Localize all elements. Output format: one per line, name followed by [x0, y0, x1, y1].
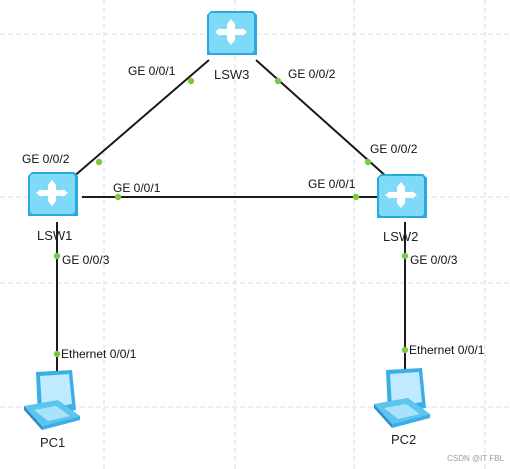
port-dot-lsw2-ge001[interactable]	[352, 193, 360, 201]
switch-icon-lsw2[interactable]	[377, 174, 427, 218]
port-dot-lsw1-ge002[interactable]	[95, 158, 103, 166]
port-dot-lsw2-ge002[interactable]	[364, 158, 372, 166]
port-dot-lsw3-ge002[interactable]	[274, 77, 282, 85]
device-label-lsw2: LSW2	[383, 229, 419, 244]
port-dot-lsw1-ge003[interactable]	[53, 252, 61, 260]
port-dot-lsw3-ge001[interactable]	[187, 77, 195, 85]
port-label-lsw3-left: GE 0/0/1	[128, 64, 176, 78]
port-dot-lsw1-ge001[interactable]	[114, 193, 122, 201]
pc-icon-pc2[interactable]	[374, 368, 430, 428]
device-label-pc2: PC2	[391, 432, 417, 447]
port-label-lsw1-up: GE 0/0/2	[22, 152, 70, 166]
port-label-lsw3-right: GE 0/0/2	[288, 67, 336, 81]
device-label-pc1: PC1	[40, 435, 66, 450]
port-label-pc2: Ethernet 0/0/1	[409, 343, 485, 357]
port-label-lsw2-up: GE 0/0/2	[370, 142, 418, 156]
device-label-lsw1: LSW1	[37, 228, 73, 243]
link-lsw3-lsw1[interactable]	[71, 59, 210, 179]
switch-icon-lsw1[interactable]	[28, 172, 78, 216]
port-dot-lsw2-ge003[interactable]	[401, 252, 409, 260]
port-label-lsw2-left: GE 0/0/1	[308, 177, 356, 191]
pc-icon-pc1[interactable]	[24, 370, 80, 430]
port-label-pc1: Ethernet 0/0/1	[61, 347, 137, 361]
port-label-lsw1-right: GE 0/0/1	[113, 181, 161, 195]
device-label-lsw3: LSW3	[214, 67, 250, 82]
port-dot-pc2-eth001[interactable]	[401, 346, 409, 354]
port-dot-pc1-eth001[interactable]	[53, 350, 61, 358]
port-label-lsw1-down: GE 0/0/3	[62, 253, 110, 267]
port-label-lsw2-down: GE 0/0/3	[410, 253, 458, 267]
switch-icon-lsw3[interactable]	[207, 11, 257, 55]
watermark-text: CSDN @IT FBL	[447, 454, 504, 463]
